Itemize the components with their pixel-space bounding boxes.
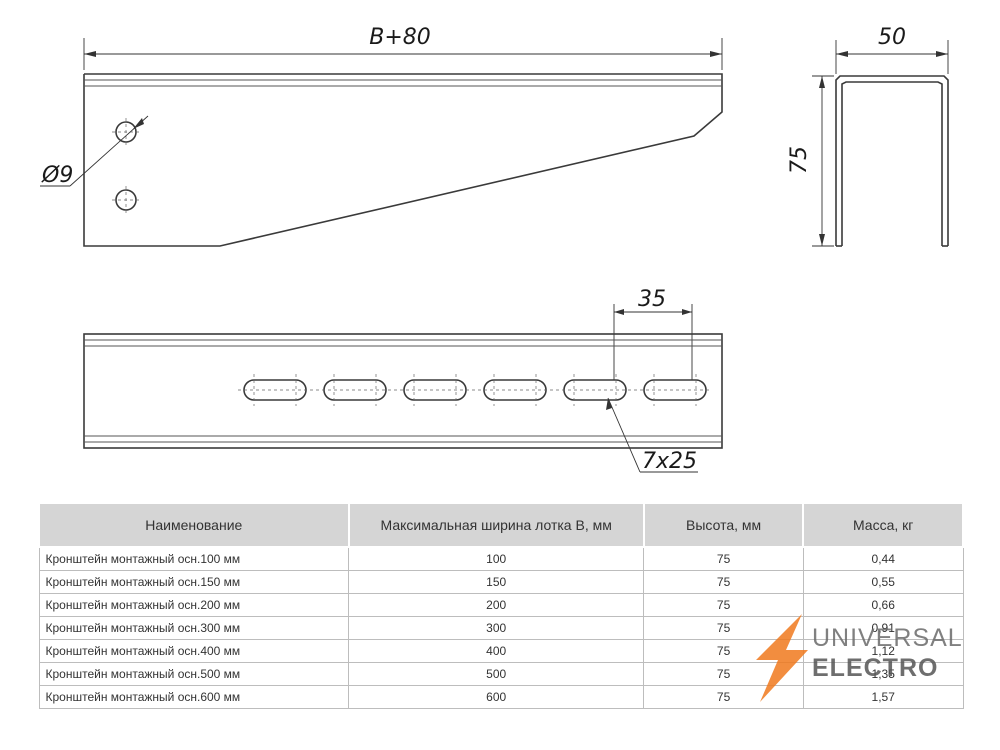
dim-hole-label: Ø9	[41, 163, 73, 188]
header-height: Высота, мм	[642, 502, 805, 548]
cell-width: 100	[348, 546, 645, 571]
cell-name: Кронштейн монтажный осн.200 мм	[38, 593, 350, 617]
cell-height: 75	[643, 546, 804, 571]
dim-pitch-label: 35	[638, 287, 666, 312]
cell-mass: 0,91	[802, 616, 964, 640]
spec-table: Наименование Максимальная ширина лотка B…	[38, 502, 964, 709]
header-max-width: Максимальная ширина лотка B, мм	[347, 502, 645, 548]
cell-name: Кронштейн монтажный осн.300 мм	[38, 616, 350, 640]
table-row: Кронштейн монтажный осн.500 мм 500 75 1,…	[38, 662, 964, 686]
logo-line-electro: ELECTRO	[812, 654, 939, 682]
cell-height: 75	[643, 616, 804, 640]
cell-name: Кронштейн монтажный осн.600 мм	[38, 685, 350, 709]
dim-length-label: B+80	[369, 25, 431, 50]
side-view: B+80 Ø9	[40, 25, 723, 247]
cell-mass: 0,66	[802, 593, 964, 617]
cell-mass: 0,55	[802, 570, 964, 594]
header-name: Наименование	[38, 502, 350, 548]
cell-mass: 0,44	[802, 546, 964, 571]
cell-height: 75	[643, 685, 804, 709]
technical-drawing: B+80 Ø9 50 75	[40, 25, 949, 474]
cell-name: Кронштейн монтажный осн.400 мм	[38, 639, 350, 663]
cell-height: 75	[643, 593, 804, 617]
dim-slot-label: 7x25	[642, 449, 697, 474]
table-row: Кронштейн монтажный осн.200 мм 200 75 0,…	[38, 593, 964, 617]
dim-height-label: 75	[787, 146, 812, 174]
dim-width-label: 50	[878, 25, 906, 50]
cell-height: 75	[643, 662, 804, 686]
header-mass: Масса, кг	[802, 502, 964, 548]
cell-width: 400	[348, 639, 645, 663]
cell-mass: 1,35	[802, 662, 964, 686]
cell-width: 150	[348, 570, 645, 594]
top-view: 35	[83, 287, 723, 474]
cell-width: 300	[348, 616, 645, 640]
cell-name: Кронштейн монтажный осн.100 мм	[38, 546, 350, 571]
cell-name: Кронштейн монтажный осн.500 мм	[38, 662, 350, 686]
cell-width: 500	[348, 662, 645, 686]
cell-width: 600	[348, 685, 645, 709]
cell-height: 75	[643, 570, 804, 594]
table-row: Кронштейн монтажный осн.300 мм 300 75 0,…	[38, 616, 964, 640]
cell-mass: 1,57	[802, 685, 964, 709]
profile-view: 50 75	[787, 25, 949, 247]
table-row: Кронштейн монтажный осн.150 мм 150 75 0,…	[38, 570, 964, 594]
brand-logo: UNIVERSAL ELECTRO	[748, 610, 963, 710]
lightning-bolt-icon	[756, 614, 808, 702]
cell-width: 200	[348, 593, 645, 617]
cell-name: Кронштейн монтажный осн.150 мм	[38, 570, 350, 594]
table-header-row: Наименование Максимальная ширина лотка B…	[38, 502, 964, 548]
table-row: Кронштейн монтажный осн.600 мм 600 75 1,…	[38, 685, 964, 709]
slot-row	[238, 374, 712, 406]
table-row: Кронштейн монтажный осн.100 мм 100 75 0,…	[38, 546, 964, 571]
logo-line-universal: UNIVERSAL	[812, 624, 963, 652]
